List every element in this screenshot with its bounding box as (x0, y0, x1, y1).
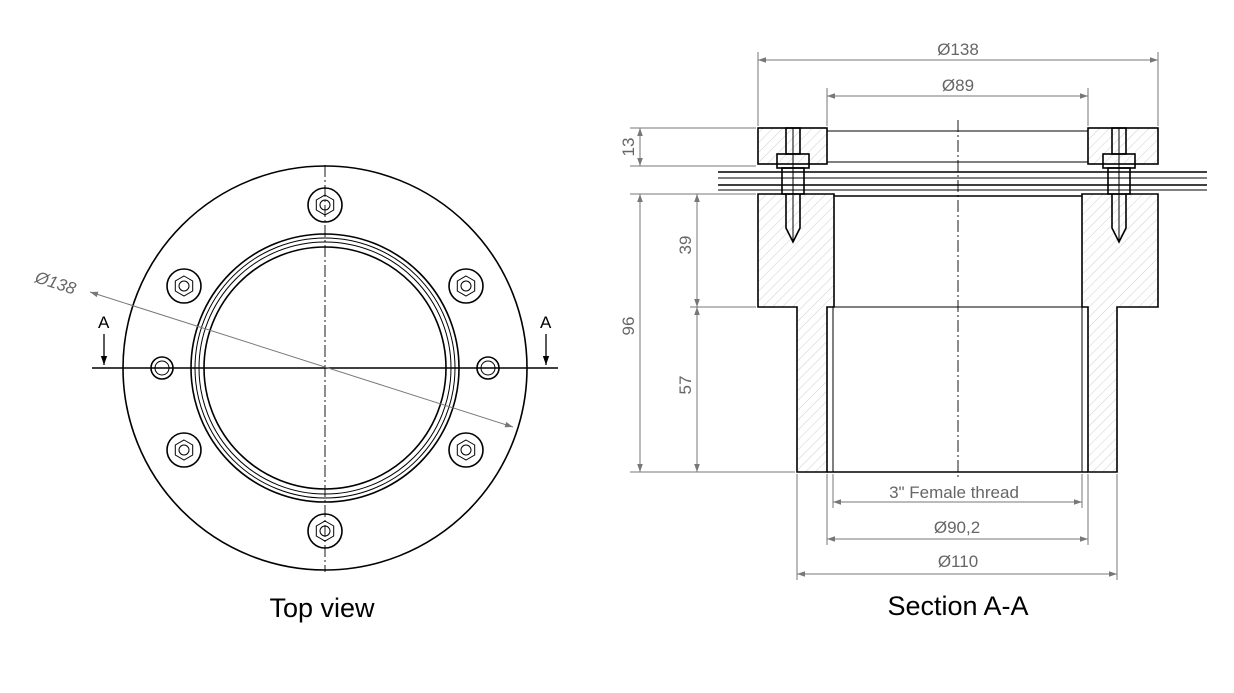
section-bolt-right (1102, 127, 1136, 244)
dim-thread-diameter: Ø90,2 (934, 518, 980, 537)
hex-bolt-lower-right (448, 432, 484, 468)
hex-bolt-lower-left (166, 432, 202, 468)
dim-inner-diameter-top: Ø89 (942, 76, 974, 95)
dim-upper-height: 39 (676, 236, 695, 255)
dim-total-height: 96 (619, 317, 638, 336)
dim-outer-diameter: Ø138 (937, 40, 979, 59)
top-view-caption: Top view (269, 593, 375, 623)
top-view: Ø138 A A Top view (32, 165, 558, 623)
right-wall-section (1081, 193, 1159, 473)
section-bolt-left (776, 127, 810, 244)
hex-bolt-upper-left (166, 268, 202, 304)
hex-bolt-upper-right (448, 268, 484, 304)
hex-bolt-top (307, 187, 343, 223)
section-view: Ø138 Ø89 13 96 39 57 3" Female thread Ø9… (619, 40, 1207, 621)
dim-bottom-diameter: Ø110 (938, 552, 978, 571)
top-view-diameter-label: Ø138 (32, 267, 79, 298)
hex-bolt-bottom (307, 513, 343, 549)
right-flange-ring (1087, 127, 1159, 165)
section-view-caption: Section A-A (887, 591, 1028, 621)
diameter-dimension-line (89, 291, 514, 428)
dim-lower-height: 57 (676, 376, 695, 395)
section-mark-right: A (540, 313, 552, 332)
dim-thread-label: 3" Female thread (889, 483, 1019, 502)
dim-flange-height: 13 (619, 138, 638, 157)
section-mark-left: A (98, 313, 110, 332)
